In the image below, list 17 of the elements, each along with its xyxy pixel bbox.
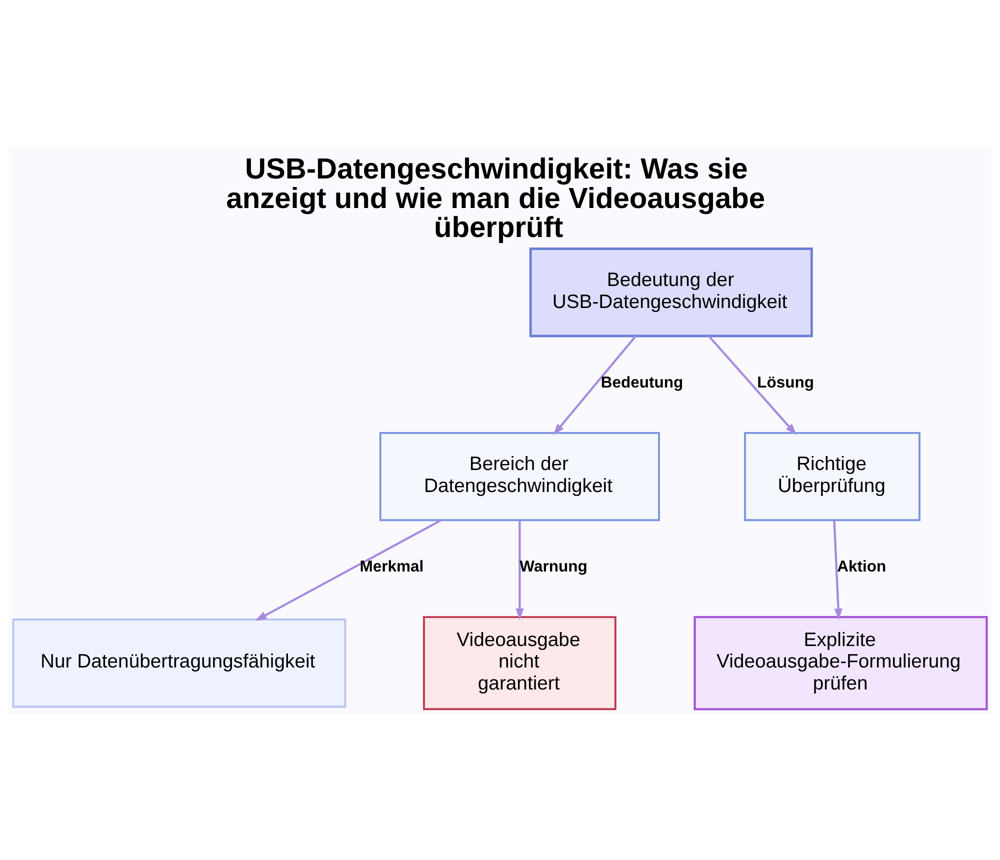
- edge-label: Merkmal: [360, 558, 424, 576]
- arrow: [516, 520, 524, 620]
- arrow: [708, 334, 797, 435]
- node-box: Videoausgabe nicht garantiert: [423, 616, 616, 710]
- diagram-title: USB-Datengeschwindigkeit: Was sie anzeigt und wie man die Videoausgabe überprüft: [226, 153, 766, 244]
- edge-label: Bedeutung: [600, 374, 684, 391]
- arrow: [833, 520, 842, 620]
- node-box: Bereich der Datengeschwindigkeit: [379, 431, 660, 521]
- node-box: Nur Datenübertragungsfähigkeit: [12, 618, 346, 708]
- node-box: Explizite Videoausgabe-Formulierung prüfen: [694, 615, 988, 710]
- arrow: [553, 335, 636, 435]
- arrow: [255, 518, 442, 620]
- node-box: Bedeutung der USB-Datengeschwindigkeit: [529, 247, 813, 337]
- edge-label: Warnung: [520, 558, 588, 576]
- edge-label: Aktion: [837, 558, 886, 576]
- edge-label: Lösung: [757, 374, 814, 391]
- node-box: Richtige Überprüfung: [744, 431, 920, 521]
